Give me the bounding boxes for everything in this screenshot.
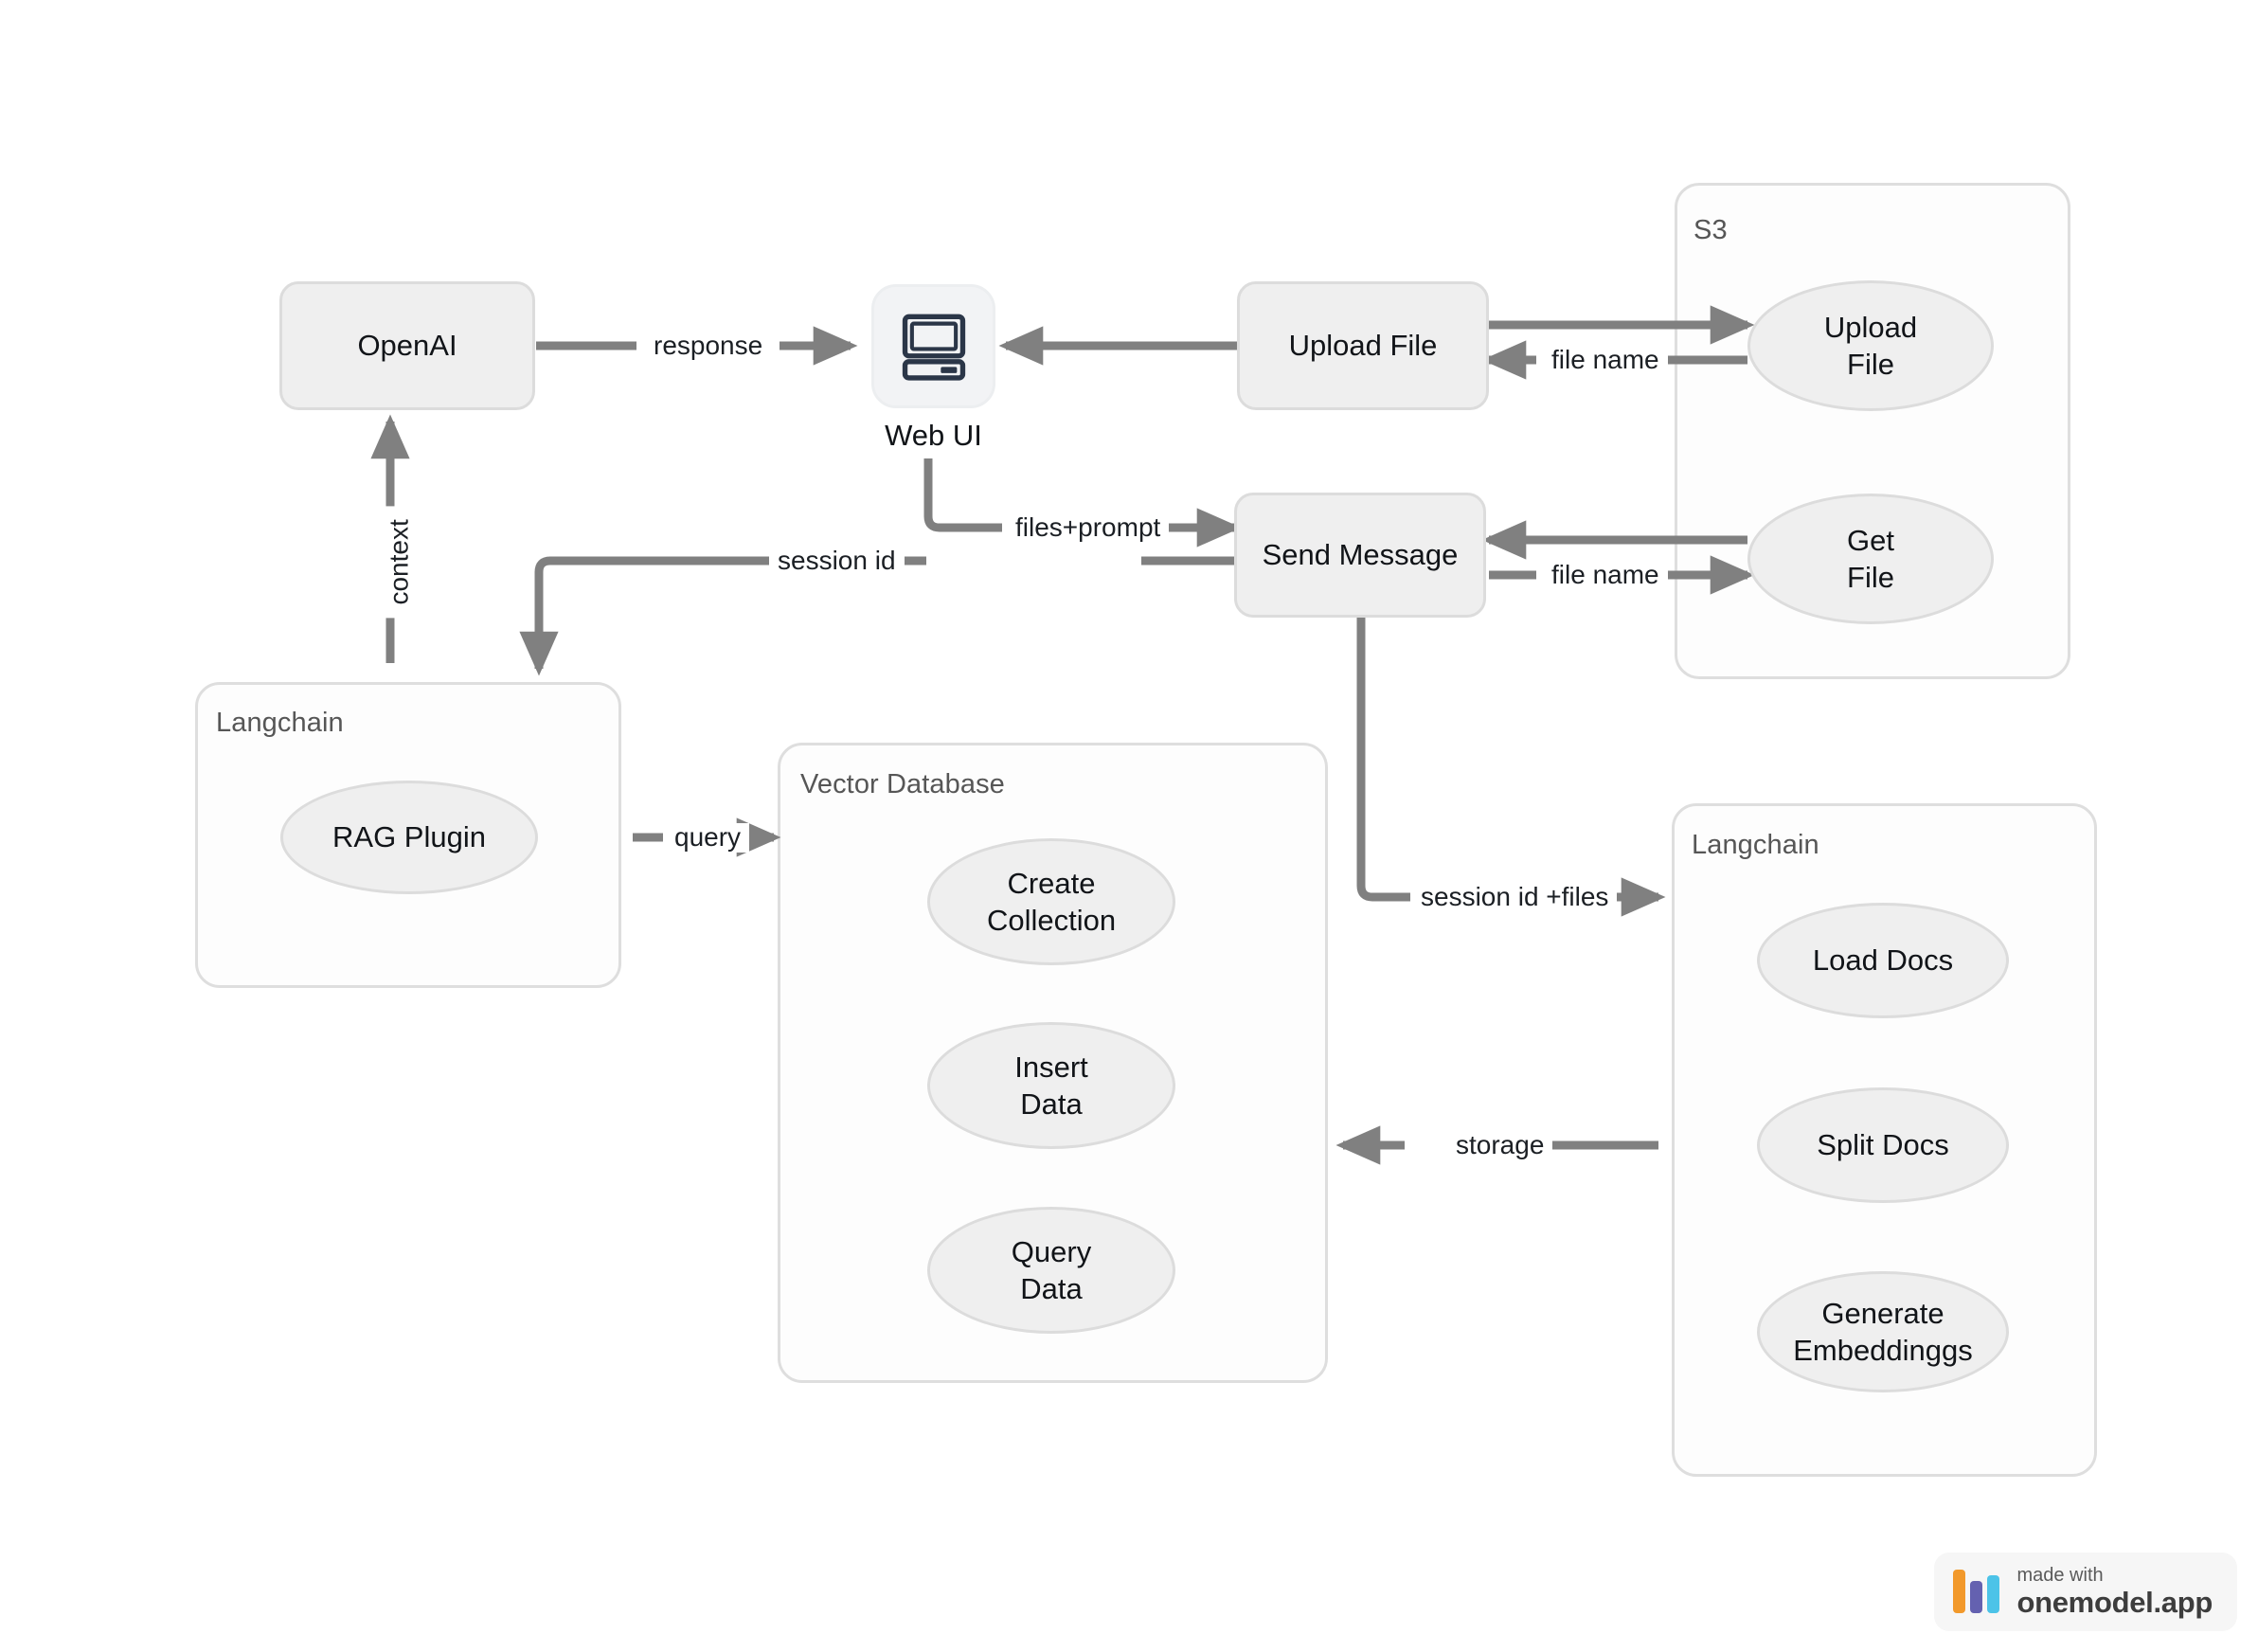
node-upload-file-label: Upload File: [1288, 329, 1438, 363]
edge-label-session-id-files: session id +files: [1412, 882, 1618, 912]
group-langchain-rag-title: Langchain: [216, 708, 344, 738]
group-vector-database-title: Vector Database: [800, 769, 1005, 799]
node-openai[interactable]: OpenAI: [279, 281, 535, 410]
node-query-data-label: Query Data: [1011, 1234, 1092, 1305]
node-rag-plugin[interactable]: RAG Plugin: [280, 781, 538, 894]
onemodel-watermark[interactable]: made with onemodel.app: [1934, 1552, 2237, 1631]
node-s3-get-file-label: Get File: [1847, 523, 1894, 594]
node-rag-plugin-label: RAG Plugin: [332, 820, 486, 854]
watermark-made-with: made with: [2016, 1564, 2104, 1586]
watermark-text: made with onemodel.app: [2016, 1564, 2213, 1619]
node-send-message-label: Send Message: [1262, 538, 1459, 572]
node-load-docs[interactable]: Load Docs: [1757, 903, 2009, 1018]
node-insert-data[interactable]: Insert Data: [927, 1022, 1175, 1149]
node-split-docs[interactable]: Split Docs: [1757, 1087, 2009, 1203]
node-load-docs-label: Load Docs: [1812, 943, 1954, 978]
watermark-brand: onemodel.app: [2016, 1585, 2213, 1619]
node-web-ui[interactable]: [871, 284, 995, 408]
edge-label-query: query: [666, 822, 750, 853]
node-s3-upload-file[interactable]: Upload File: [1747, 280, 1994, 411]
group-langchain-ingest-title: Langchain: [1692, 830, 1819, 860]
onemodel-logo-icon: [1953, 1570, 2000, 1614]
node-split-docs-label: Split Docs: [1817, 1128, 1949, 1162]
group-s3-title: S3: [1694, 215, 1728, 245]
node-create-collection-label: Create Collection: [986, 866, 1117, 937]
node-generate-embeddings[interactable]: Generate Embeddinggs: [1757, 1271, 2009, 1392]
node-openai-label: OpenAI: [357, 329, 457, 363]
edge-label-context: context: [385, 506, 415, 619]
node-generate-embeddings-label: Generate Embeddinggs: [1793, 1296, 1973, 1367]
edge-label-session-id: session id: [769, 546, 905, 576]
node-s3-get-file[interactable]: Get File: [1747, 494, 1994, 624]
node-send-message[interactable]: Send Message: [1234, 493, 1486, 618]
edge-label-storage: storage: [1447, 1130, 1553, 1160]
node-query-data[interactable]: Query Data: [927, 1207, 1175, 1334]
node-s3-upload-file-label: Upload File: [1823, 310, 1918, 381]
edge-label-response: response: [645, 331, 772, 361]
node-create-collection[interactable]: Create Collection: [927, 838, 1175, 965]
edge-label-files-prompt: files+prompt: [1007, 512, 1170, 543]
edge-label-upload-file-name: file name: [1543, 345, 1668, 375]
node-insert-data-label: Insert Data: [1014, 1050, 1088, 1121]
node-web-ui-label: Web UI: [885, 419, 982, 452]
edge-label-get-file-name: file name: [1543, 560, 1668, 590]
node-upload-file[interactable]: Upload File: [1237, 281, 1489, 410]
desktop-computer-icon: [897, 310, 971, 384]
